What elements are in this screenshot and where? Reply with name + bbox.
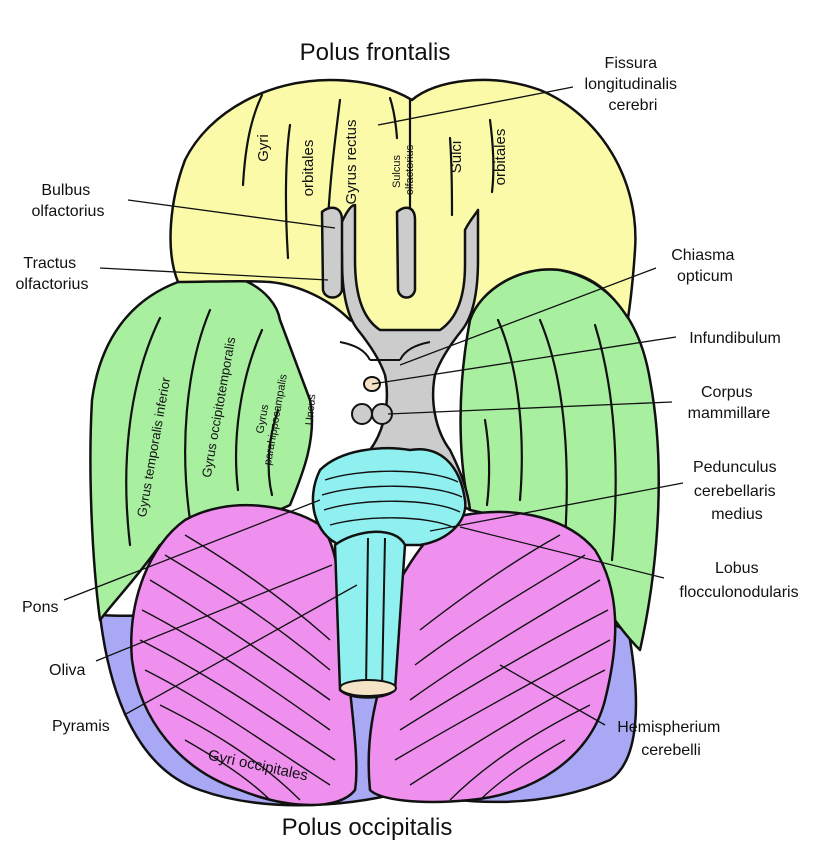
folia-right	[394, 534, 611, 801]
label-chiasma: Chiasma opticum	[671, 247, 739, 285]
temporal-sulcus	[125, 316, 162, 547]
region-uncus: Uncus	[304, 393, 319, 426]
label-pons: Pons	[22, 599, 58, 616]
temporal-sulcus	[593, 323, 617, 562]
label-tractus: Tractus olfactorius	[16, 255, 89, 293]
label-infundibulum: Infundibulum	[689, 330, 781, 347]
temporal-sulcus	[267, 408, 280, 497]
olfactory-bulb-left	[320, 206, 344, 299]
optic-chiasma	[339, 341, 431, 361]
label-corpus: Corpus mammillare	[688, 384, 771, 422]
orbital-sulcus	[388, 96, 399, 140]
spinal-cord-section	[339, 679, 397, 697]
pole-occipital: Polus occipitalis	[282, 814, 453, 841]
temporal-sulcus	[234, 328, 264, 492]
label-hemispherium: Hemispherium cerebelli	[617, 719, 725, 759]
pole-frontal: Polus frontalis	[300, 39, 451, 66]
label-lobus: Lobus flocculonodularis	[679, 560, 798, 601]
orbital-sulcus	[448, 136, 454, 217]
temporal-sulcus	[483, 418, 491, 507]
temporal-sulcus	[184, 308, 212, 522]
region-gyri-orbitales-left-2: orbitales	[300, 140, 317, 197]
pyramis	[365, 537, 386, 691]
folia-left	[139, 534, 336, 801]
orbital-sulcus	[284, 123, 292, 260]
mammillary-body-left	[351, 403, 373, 425]
label-bulbus: Bulbus olfactorius	[32, 182, 105, 220]
label-pedunculus: Pedunculus cerebellaris medius	[693, 459, 781, 523]
pons-fibers	[321, 470, 463, 529]
orbital-sulcus	[241, 93, 264, 187]
region-orbitales-right: orbitales	[492, 129, 509, 186]
region-gyrus-rectus: Gyrus rectus	[343, 119, 360, 204]
label-pyramis: Pyramis	[52, 718, 110, 735]
orbital-sulcus	[488, 118, 495, 194]
region-gyri-orbitales-left: Gyri	[255, 134, 272, 162]
temporal-sulcus	[538, 318, 568, 542]
label-oliva: Oliva	[49, 662, 86, 679]
label-fissura: Fissura longitudinalis cerebri	[585, 55, 682, 114]
temporal-sulcus	[496, 318, 523, 502]
olfactory-bulb-right	[395, 206, 417, 299]
medulla	[333, 530, 407, 699]
leader-lines	[63, 86, 684, 726]
pons	[311, 446, 467, 547]
region-sulcus-olfactorius: Sulcus olfactorius	[391, 144, 416, 195]
region-sulci: Sulci	[448, 141, 465, 174]
